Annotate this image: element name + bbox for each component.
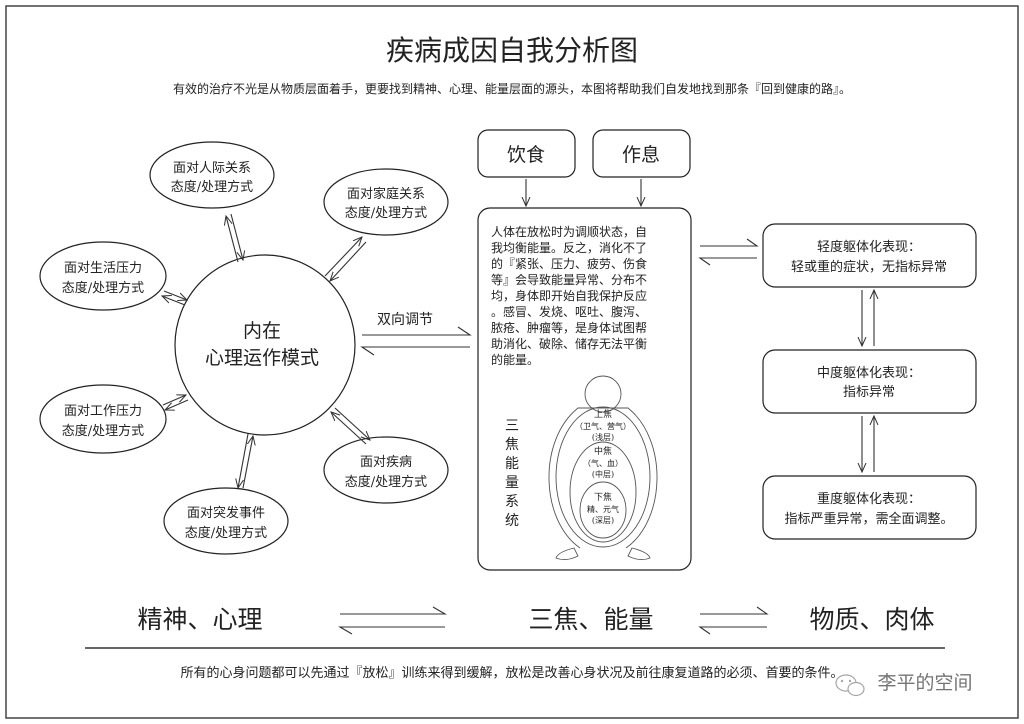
svg-text:饮食: 饮食 [507,144,545,166]
svg-text:面对工作压力: 面对工作压力 [64,404,142,419]
satellite-arrows [162,213,370,488]
body-text: 人体在放松时为调顺状态，自 我均衡能量。反之，消化不了 的『紧张、压力、疲劳、伤… [491,224,647,367]
wechat-icon [835,674,865,697]
satellite-work-pressure: 面对工作压力 态度/处理方式 [39,384,167,454]
svg-text:态度/处理方式: 态度/处理方式 [62,423,144,439]
svg-text:统: 统 [505,513,519,529]
satellite-life-pressure: 面对生活压力 态度/处理方式 [39,241,167,311]
svg-text:(浅层): (浅层) [592,432,614,442]
svg-text:助消化、破除、储存无法平衡: 助消化、破除、储存无法平衡 [491,336,647,351]
svg-text:重度躯体化表现：: 重度躯体化表现： [817,491,921,507]
satellite-interpersonal: 面对人际关系 态度/处理方式 [149,141,275,209]
level-severe: 重度躯体化表现： 指标严重异常，需全面调整。 [762,475,977,540]
bottom-right-label: 物质、肉体 [809,605,934,634]
bottom-arrows-right [698,606,769,635]
svg-text:(深层): (深层) [592,516,614,525]
level-moderate: 中度躯体化表现： 指标异常 [762,349,977,414]
satellite-family: 面对家庭关系 态度/处理方式 [323,168,449,236]
svg-text:中焦: 中焦 [594,445,612,457]
svg-text:量: 量 [505,475,519,491]
svg-text:态度/处理方式: 态度/处理方式 [185,525,267,541]
page-subtitle: 有效的治疗不光是从物质层面着手，更要找到精神、心理、能量层面的源头，本图将帮助我… [173,81,851,96]
svg-text:态度/处理方式: 态度/处理方式 [345,205,427,221]
svg-text:焦: 焦 [505,437,519,453]
svg-text:指标严重异常，需全面调整。: 指标严重异常，需全面调整。 [784,511,953,527]
svg-text:内在: 内在 [243,320,281,342]
svg-text:（气、血）: （气、血） [583,458,623,468]
satellite-illness: 面对疾病 态度/处理方式 [323,436,449,504]
svg-text:系: 系 [505,494,519,510]
svg-text:态度/处理方式: 态度/处理方式 [171,179,253,195]
diet-box: 饮食 [477,129,576,178]
svg-text:面对家庭关系: 面对家庭关系 [347,186,425,202]
rest-box: 作息 [592,129,691,178]
svg-text:心理运作模式: 心理运作模式 [205,347,319,369]
body-box [477,207,692,571]
svg-text:。感冒、发烧、呕吐、腹泻、: 。感冒、发烧、呕吐、腹泻、 [491,304,647,319]
svg-text:三: 三 [505,418,519,434]
svg-text:下焦: 下焦 [594,491,612,503]
svg-text:精、元气: 精、元气 [587,504,619,514]
sanjiao-layers: 上焦 （卫气、营气） (浅层) 中焦 （气、血） (中层) 下焦 精、元气 (深… [575,408,631,525]
level-arrows [862,290,874,472]
svg-text:指标异常: 指标异常 [843,385,895,400]
svg-text:人体在放松时为调顺状态，自: 人体在放松时为调顺状态，自 [491,224,647,239]
svg-text:李平的空间: 李平的空间 [877,672,972,694]
svg-text:态度/处理方式: 态度/处理方式 [62,280,144,296]
svg-text:上焦: 上焦 [594,408,612,420]
bidirectional-label: 双向调节 [377,312,433,328]
svg-text:面对疾病: 面对疾病 [360,455,412,470]
sanjiao-vertical-label: 三 焦 能 量 系 统 [505,418,519,529]
svg-text:能: 能 [505,456,519,472]
svg-text:面对生活压力: 面对生活压力 [64,261,142,276]
level-mild: 轻度躯体化表现： 轻或重的症状，无指标异常 [762,223,977,288]
bottom-middle-label: 三焦、能量 [528,605,653,634]
svg-text:均，身体即开始自我保护反应: 均，身体即开始自我保护反应 [491,288,647,303]
svg-text:（卫气、营气）: （卫气、营气） [575,421,631,431]
svg-text:等』会导致能量异常、分布不: 等』会导致能量异常、分布不 [491,273,647,287]
bottom-arrows-left [337,606,448,635]
body-figure [548,375,658,561]
page-frame [5,5,1019,719]
page-title: 疾病成因自我分析图 [386,34,638,67]
svg-text:面对人际关系: 面对人际关系 [173,161,251,176]
svg-text:面对突发事件: 面对突发事件 [187,505,265,521]
svg-text:作息: 作息 [622,144,660,166]
bidirectional-arrows [360,326,472,356]
svg-text:脓疮、肿瘤等，是身体试图帮: 脓疮、肿瘤等，是身体试图帮 [491,320,647,335]
watermark: 李平的空间 [835,672,973,697]
satellite-emergency: 面对突发事件 态度/处理方式 [163,487,289,555]
footer-text: 所有的心身问题都可以先通过『放松』训练来得到缓解，放松是改善心身状况及前往康复道… [180,665,843,681]
svg-text:我均衡能量。反之，消化不了: 我均衡能量。反之，消化不了 [491,241,647,255]
svg-text:的『紧张、压力、疲劳、伤食: 的『紧张、压力、疲劳、伤食 [491,256,647,271]
center-circle: 内在 心理运作模式 [174,254,356,436]
svg-text:轻或重的症状，无指标异常: 轻或重的症状，无指标异常 [791,259,947,275]
svg-text:轻度躯体化表现：: 轻度躯体化表现： [817,239,921,255]
svg-text:的能量。: 的能量。 [491,352,539,367]
svg-text:中度躯体化表现：: 中度躯体化表现： [817,365,921,381]
svg-text:态度/处理方式: 态度/处理方式 [345,474,427,490]
body-level-arrows [698,238,759,266]
bottom-left-label: 精神、心理 [137,605,262,634]
svg-text:(中层): (中层) [592,469,614,479]
